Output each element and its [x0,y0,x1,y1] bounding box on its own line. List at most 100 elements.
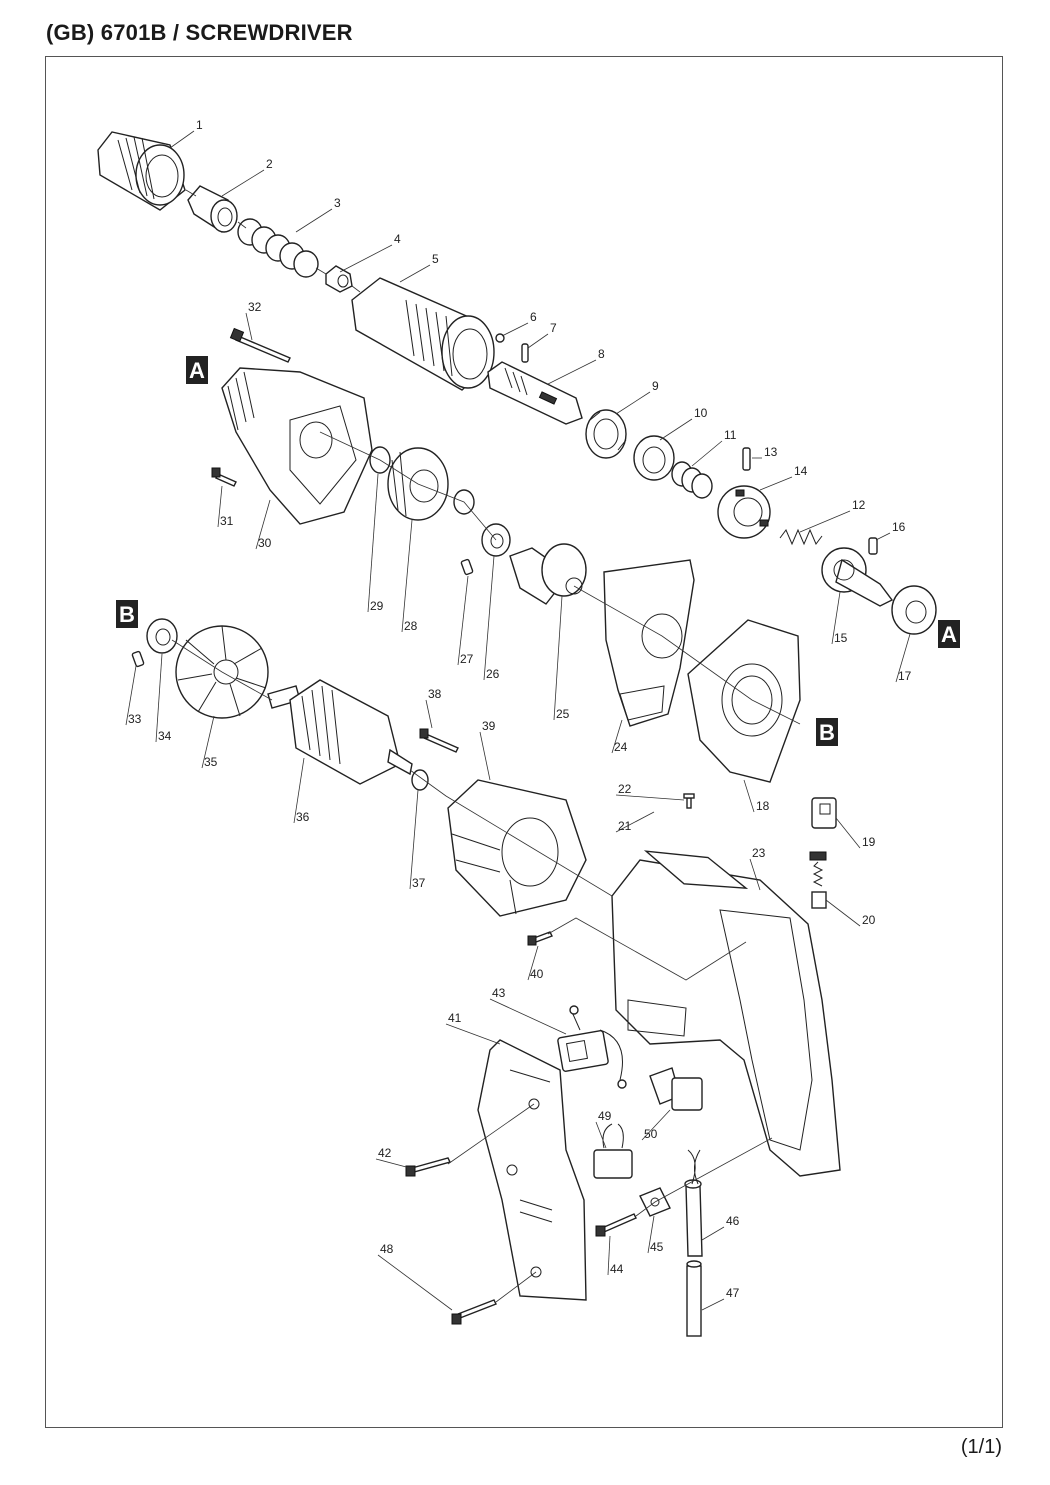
part-clutch-cam-14 [717,485,771,539]
callout-leader-39 [479,731,491,781]
part-number-26: 26 [486,667,500,681]
part-number-44: 44 [610,1262,624,1276]
part-number-10: 10 [694,406,708,420]
part-screw-42 [405,1157,452,1177]
callout-leader-21 [615,811,655,833]
part-number-23: 23 [752,846,766,860]
callout-leader-23 [749,858,761,891]
part-number-1: 1 [196,118,203,132]
callout-leader-31 [217,485,223,528]
part-number-6: 6 [530,310,537,324]
part-bearing-34 [146,618,178,654]
part-spring-3 [237,218,319,278]
svg-text:B: B [119,602,135,627]
part-number-47: 47 [726,1286,740,1300]
part-number-12: 12 [852,498,866,512]
part-screw-48 [451,1299,497,1325]
part-number-16: 16 [892,520,906,534]
part-clutch-cam-9 [585,409,627,459]
part-number-7: 7 [550,321,557,335]
callout-leader-25 [553,595,563,721]
callout-leader-29 [367,473,379,613]
part-number-33: 33 [128,712,142,726]
part-pin-13 [742,447,751,471]
part-collar-4 [325,265,353,293]
part-screw-31 [211,467,237,487]
part-washer-37 [411,769,429,791]
part-plate-21 [643,850,749,890]
part-housing-23 [611,859,841,1177]
part-number-9: 9 [652,379,659,393]
part-sleeve-1 [97,131,186,211]
callout-leader-2 [221,169,265,197]
callout-leader-8 [547,359,597,385]
callout-leader-22 [615,794,685,801]
part-number-3: 3 [334,196,341,210]
callout-leader-14 [759,476,793,491]
callout-leader-46 [701,1226,725,1241]
callout-leader-10 [659,418,693,441]
part-screw-22 [683,793,695,809]
part-pin-16 [868,537,878,555]
part-number-35: 35 [204,755,218,769]
part-number-30: 30 [258,536,272,550]
part-number-22: 22 [618,782,632,796]
part-spindle-2 [187,185,238,233]
part-number-24: 24 [614,740,628,754]
part-number-38: 38 [428,687,442,701]
part-number-37: 37 [412,876,426,890]
callout-leader-35 [201,715,215,769]
part-screw-44 [595,1213,637,1237]
part-number-18: 18 [756,799,770,813]
part-cord-guard-46 [684,1149,703,1257]
callout-leader-49 [595,1121,607,1149]
part-number-19: 19 [862,835,876,849]
part-number-31: 31 [220,514,234,528]
part-brush-holder-19 [811,797,837,829]
part-clutch-cam-10 [633,435,675,481]
part-pin-7 [521,343,529,363]
part-number-29: 29 [370,599,384,613]
part-gear-housing-30 [221,367,373,525]
part-number-36: 36 [296,810,310,824]
callout-leader-37 [409,789,419,890]
part-number-20: 20 [862,913,876,927]
part-number-41: 41 [448,1011,462,1025]
callout-leader-20 [825,899,861,927]
part-handle-cover-41 [477,1039,587,1301]
callout-leader-28 [401,519,413,633]
part-switch-trigger-50 [649,1067,703,1111]
marker-b-left: B [116,600,138,628]
callout-leader-17 [895,633,911,683]
callout-leader-38 [425,699,433,729]
part-number-13: 13 [764,445,778,459]
part-number-40: 40 [530,967,544,981]
part-number-42: 42 [378,1146,392,1160]
part-number-46: 46 [726,1214,740,1228]
part-switch-43 [557,1005,627,1089]
part-number-11: 11 [724,428,737,442]
svg-text:A: A [941,622,957,647]
part-gear-25 [509,543,587,605]
marker-a-left: A [186,356,208,384]
callout-leader-36 [293,757,305,824]
part-number-21: 21 [618,819,632,833]
assembly-lines [171,189,801,1303]
part-number-48: 48 [380,1242,394,1256]
part-cord-47 [686,1260,702,1337]
part-spring-11 [671,461,713,499]
part-armature-36 [267,679,413,785]
callout-leader-32 [245,312,253,341]
part-sleeve-5 [351,277,495,391]
part-capacitor-49 [593,1123,633,1179]
callout-leader-27 [457,575,469,666]
part-number-15: 15 [834,631,848,645]
part-spindle-15 [821,547,894,607]
diagram-frame [45,56,1003,1428]
callout-leader-43 [489,998,567,1035]
part-screw-32 [229,327,291,363]
svg-text:A: A [189,358,205,383]
part-number-39: 39 [482,719,496,733]
part-number-5: 5 [432,252,439,266]
